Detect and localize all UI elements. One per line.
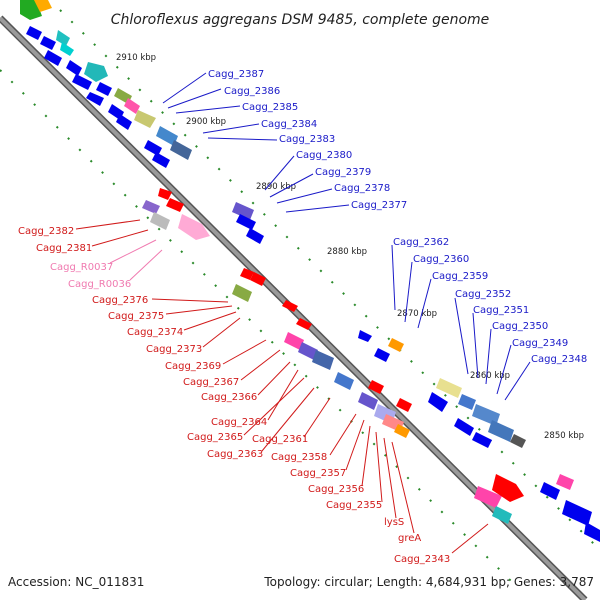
scale-label-2910: 2910 kbp bbox=[116, 53, 156, 63]
gene-label-cagg-2374: Cagg_2374 bbox=[127, 327, 183, 338]
gene-label-cagg-2379: Cagg_2379 bbox=[315, 167, 371, 178]
gene-label-cagg-2365: Cagg_2365 bbox=[187, 432, 243, 443]
accession-text: Accession: NC_011831 bbox=[8, 575, 144, 589]
scale-label-2850: 2850 kbp bbox=[544, 431, 584, 441]
map-title: Chloroflexus aggregans DSM 9485, complet… bbox=[111, 12, 490, 28]
gene-label-cagg-2380: Cagg_2380 bbox=[296, 150, 352, 161]
gene-label-grea: greA bbox=[398, 533, 421, 544]
gene-label-cagg-2367: Cagg_2367 bbox=[183, 377, 239, 388]
gene-label-cagg-2377: Cagg_2377 bbox=[351, 200, 407, 211]
gene-label-cagg-2381: Cagg_2381 bbox=[36, 243, 92, 254]
gene-label-lyss: lysS bbox=[384, 517, 404, 528]
forward-gene-labels: Cagg_2382 Cagg_2381 Cagg_2376 Cagg_2375 … bbox=[18, 219, 489, 565]
gene-label-cagg-2363: Cagg_2363 bbox=[207, 449, 263, 460]
gene-label-cagg-r0037: Cagg_R0037 bbox=[50, 262, 113, 273]
gene-label-cagg-2350: Cagg_2350 bbox=[492, 321, 548, 332]
scale-label-2880: 2880 kbp bbox=[327, 247, 367, 257]
gene-label-cagg-2361: Cagg_2361 bbox=[252, 434, 308, 445]
forward-strand-genes bbox=[142, 188, 524, 524]
gene-label-cagg-2387: Cagg_2387 bbox=[208, 69, 264, 80]
gene-label-cagg-2349: Cagg_2349 bbox=[512, 338, 568, 349]
scale-label-2900: 2900 kbp bbox=[186, 117, 226, 127]
gene-label-cagg-2384: Cagg_2384 bbox=[261, 119, 317, 130]
gene-label-cagg-2356: Cagg_2356 bbox=[308, 484, 364, 495]
reverse-gene-labels: Cagg_2387 Cagg_2386 Cagg_2385 Cagg_2384 … bbox=[162, 69, 587, 401]
gene-label-cagg-2375: Cagg_2375 bbox=[108, 311, 164, 322]
gene-label-cagg-2343: Cagg_2343 bbox=[394, 554, 450, 565]
reverse-strand-genes bbox=[20, 0, 600, 542]
scale-label-2870: 2870 kbp bbox=[397, 309, 437, 319]
inner-tick-line bbox=[0, 69, 521, 591]
gene-label-cagg-2364: Cagg_2364 bbox=[211, 417, 267, 428]
scale-label-2890: 2890 kbp bbox=[256, 182, 296, 192]
gene-label-cagg-2358: Cagg_2358 bbox=[271, 452, 327, 463]
gene-label-cagg-2362: Cagg_2362 bbox=[393, 237, 449, 248]
gene-label-cagg-2357: Cagg_2357 bbox=[290, 468, 346, 479]
rna-gene-labels: Cagg_R0037 Cagg_R0036 bbox=[50, 239, 163, 290]
gene-label-cagg-2369: Cagg_2369 bbox=[165, 361, 221, 372]
gene-label-cagg-2351: Cagg_2351 bbox=[473, 305, 529, 316]
gene-label-cagg-2360: Cagg_2360 bbox=[413, 254, 469, 265]
gene-label-cagg-2355: Cagg_2355 bbox=[326, 500, 382, 511]
gene-label-cagg-2385: Cagg_2385 bbox=[242, 102, 298, 113]
gene-label-cagg-2383: Cagg_2383 bbox=[279, 134, 335, 145]
topology-text: Topology: circular; Length: 4,684,931 bp… bbox=[263, 575, 594, 589]
gene-label-cagg-2359: Cagg_2359 bbox=[432, 271, 488, 282]
gene-label-cagg-2386: Cagg_2386 bbox=[224, 86, 280, 97]
gene-label-cagg-2378: Cagg_2378 bbox=[334, 183, 390, 194]
gene-label-cagg-2352: Cagg_2352 bbox=[455, 289, 511, 300]
gene-label-cagg-2373: Cagg_2373 bbox=[146, 344, 202, 355]
gene-label-cagg-2348: Cagg_2348 bbox=[531, 354, 587, 365]
gene-label-cagg-2382: Cagg_2382 bbox=[18, 226, 74, 237]
gene-label-cagg-2366: Cagg_2366 bbox=[201, 392, 257, 403]
gene-label-cagg-r0036: Cagg_R0036 bbox=[68, 279, 131, 290]
gene-label-cagg-2376: Cagg_2376 bbox=[92, 295, 148, 306]
scale-label-2860: 2860 kbp bbox=[470, 371, 510, 381]
